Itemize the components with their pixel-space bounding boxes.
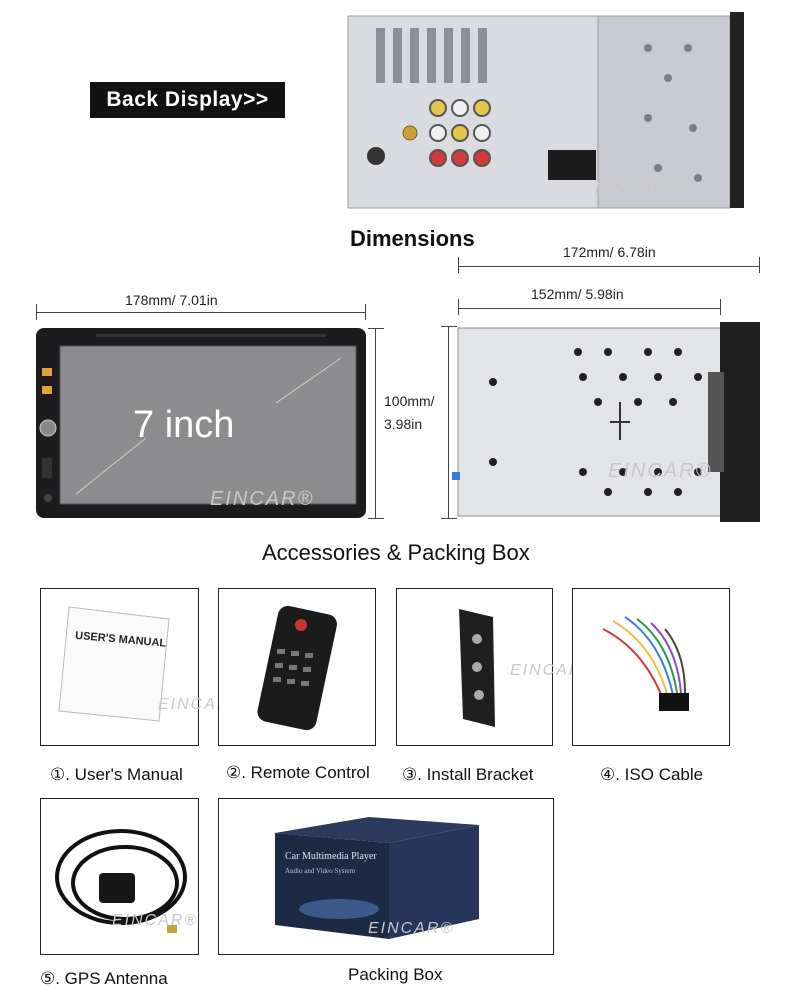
watermark: EINCAR® [595, 180, 682, 197]
dimensions-title: Dimensions [350, 226, 475, 251]
accessories-title: Accessories & Packing Box [262, 540, 530, 565]
watermark: EINCAR® [112, 912, 199, 929]
front-unit-image [36, 328, 366, 518]
height-label-line1: 100mm/ [384, 393, 435, 409]
users-manual-box: USER'S MANUAL [40, 588, 199, 746]
watermark: EINCAR® [608, 460, 713, 482]
watermark: EINCAR® [368, 920, 455, 937]
gps-antenna-box [40, 798, 199, 955]
front-width-label: 178mm/ 7.01in [125, 292, 218, 308]
box-subtitle: Audio and Video System [285, 867, 356, 875]
watermark: EINCAR® [210, 488, 315, 510]
back-display-badge: Back Display>> [90, 82, 285, 118]
install-bracket-caption: ③. Install Bracket [402, 765, 534, 784]
iso-cable-caption: ④. ISO Cable [600, 765, 704, 784]
packing-box: Car Multimedia Player Audio and Video Sy… [218, 798, 554, 955]
packing-box-caption: Packing Box [348, 965, 443, 984]
gps-antenna-caption: ⑤. GPS Antenna [40, 969, 168, 988]
back-unit-image [347, 12, 744, 209]
box-brand: Car Multimedia Player [285, 851, 377, 862]
front-width-line [36, 312, 366, 313]
side-unit-image [452, 322, 760, 522]
screen-size-label: 7 inch [133, 404, 235, 446]
side-chassis-depth-line [458, 308, 720, 309]
iso-cable-box [572, 588, 730, 746]
users-manual-caption: ①. User's Manual [50, 765, 183, 784]
height-line [375, 328, 376, 518]
side-chassis-depth-label: 152mm/ 5.98in [531, 286, 624, 302]
remote-control-caption: ②. Remote Control [226, 763, 370, 782]
install-bracket-box [396, 588, 553, 746]
remote-control-box [218, 588, 376, 746]
height-label-line2: 3.98in [384, 416, 423, 432]
side-total-depth-label: 172mm/ 6.78in [563, 244, 656, 260]
side-total-depth-line [458, 266, 760, 267]
